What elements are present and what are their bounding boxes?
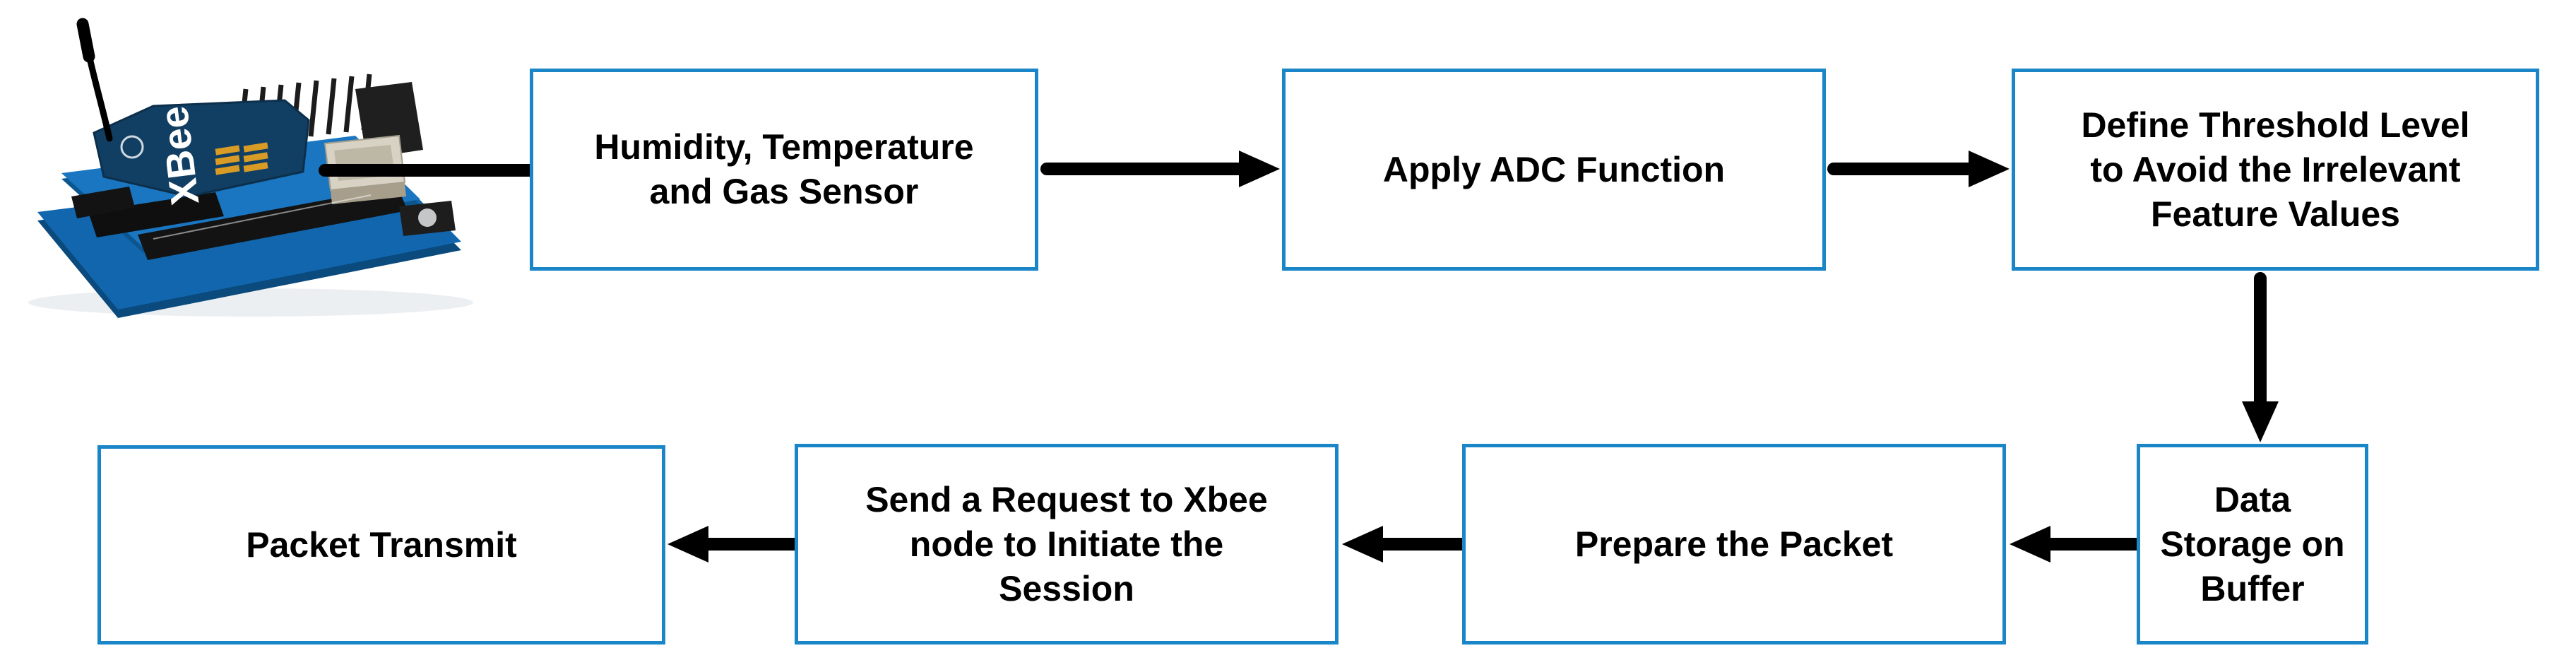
edge-request-to-transmit-arrow: [667, 526, 803, 563]
edge-buffer-to-prepare-arrow: [2010, 526, 2145, 563]
flow-node-transmit: Packet Transmit: [97, 445, 665, 645]
reset-button: [418, 208, 437, 227]
node-label-line: Send a Request to Xbee: [865, 479, 1268, 519]
xbee-module: [93, 99, 310, 198]
node-label-line: Feature Values: [2151, 194, 2400, 234]
node-label-line: node to Initiate the: [909, 524, 1224, 564]
node-label-line: Storage on: [2160, 524, 2345, 564]
node-label-line: Data: [2214, 479, 2291, 519]
antenna-wire: [85, 52, 113, 142]
arduino-xbee-photo: XBee: [28, 18, 473, 318]
edge-adc-to-threshold-arrow: [1827, 151, 2010, 187]
female-header-front: [138, 187, 408, 260]
node-label-line: Packet Transmit: [246, 524, 517, 565]
flow-node-sensor: Humidity, Temperature and Gas Sensor: [530, 69, 1038, 271]
edge-prepare-to-request-arrow: [1342, 526, 1477, 563]
node-label-line: Humidity, Temperature: [594, 127, 974, 167]
node-label-line: and Gas Sensor: [649, 172, 919, 211]
edge-sensor-to-adc-arrow: [1040, 151, 1280, 187]
node-label-line: to Avoid the Irrelevant: [2090, 149, 2461, 189]
edge-threshold-to-buffer-arrow: [2242, 272, 2279, 442]
flow-node-prepare: Prepare the Packet: [1462, 444, 2006, 645]
node-label-line: Session: [999, 568, 1134, 608]
gold-pads: [215, 142, 268, 175]
antenna-connector: [120, 135, 144, 159]
flow-node-request: Send a Request to Xbee node to Initiate …: [795, 444, 1339, 645]
female-header-left: [88, 192, 224, 237]
flow-node-adc: Apply ADC Function: [1282, 69, 1826, 271]
antenna-tip: [76, 18, 95, 63]
flow-node-threshold: Define Threshold Level to Avoid the Irre…: [2012, 69, 2539, 271]
female-header-small: [71, 187, 135, 218]
node-label-line: Define Threshold Level: [2081, 105, 2470, 145]
node-label-line: Apply ADC Function: [1382, 149, 1726, 189]
node-label-line: Buffer: [2200, 568, 2305, 608]
node-label-line: Prepare the Packet: [1574, 524, 1894, 564]
flow-node-buffer: Data Storage on Buffer: [2137, 444, 2368, 645]
silkscreen-line: [153, 194, 372, 240]
